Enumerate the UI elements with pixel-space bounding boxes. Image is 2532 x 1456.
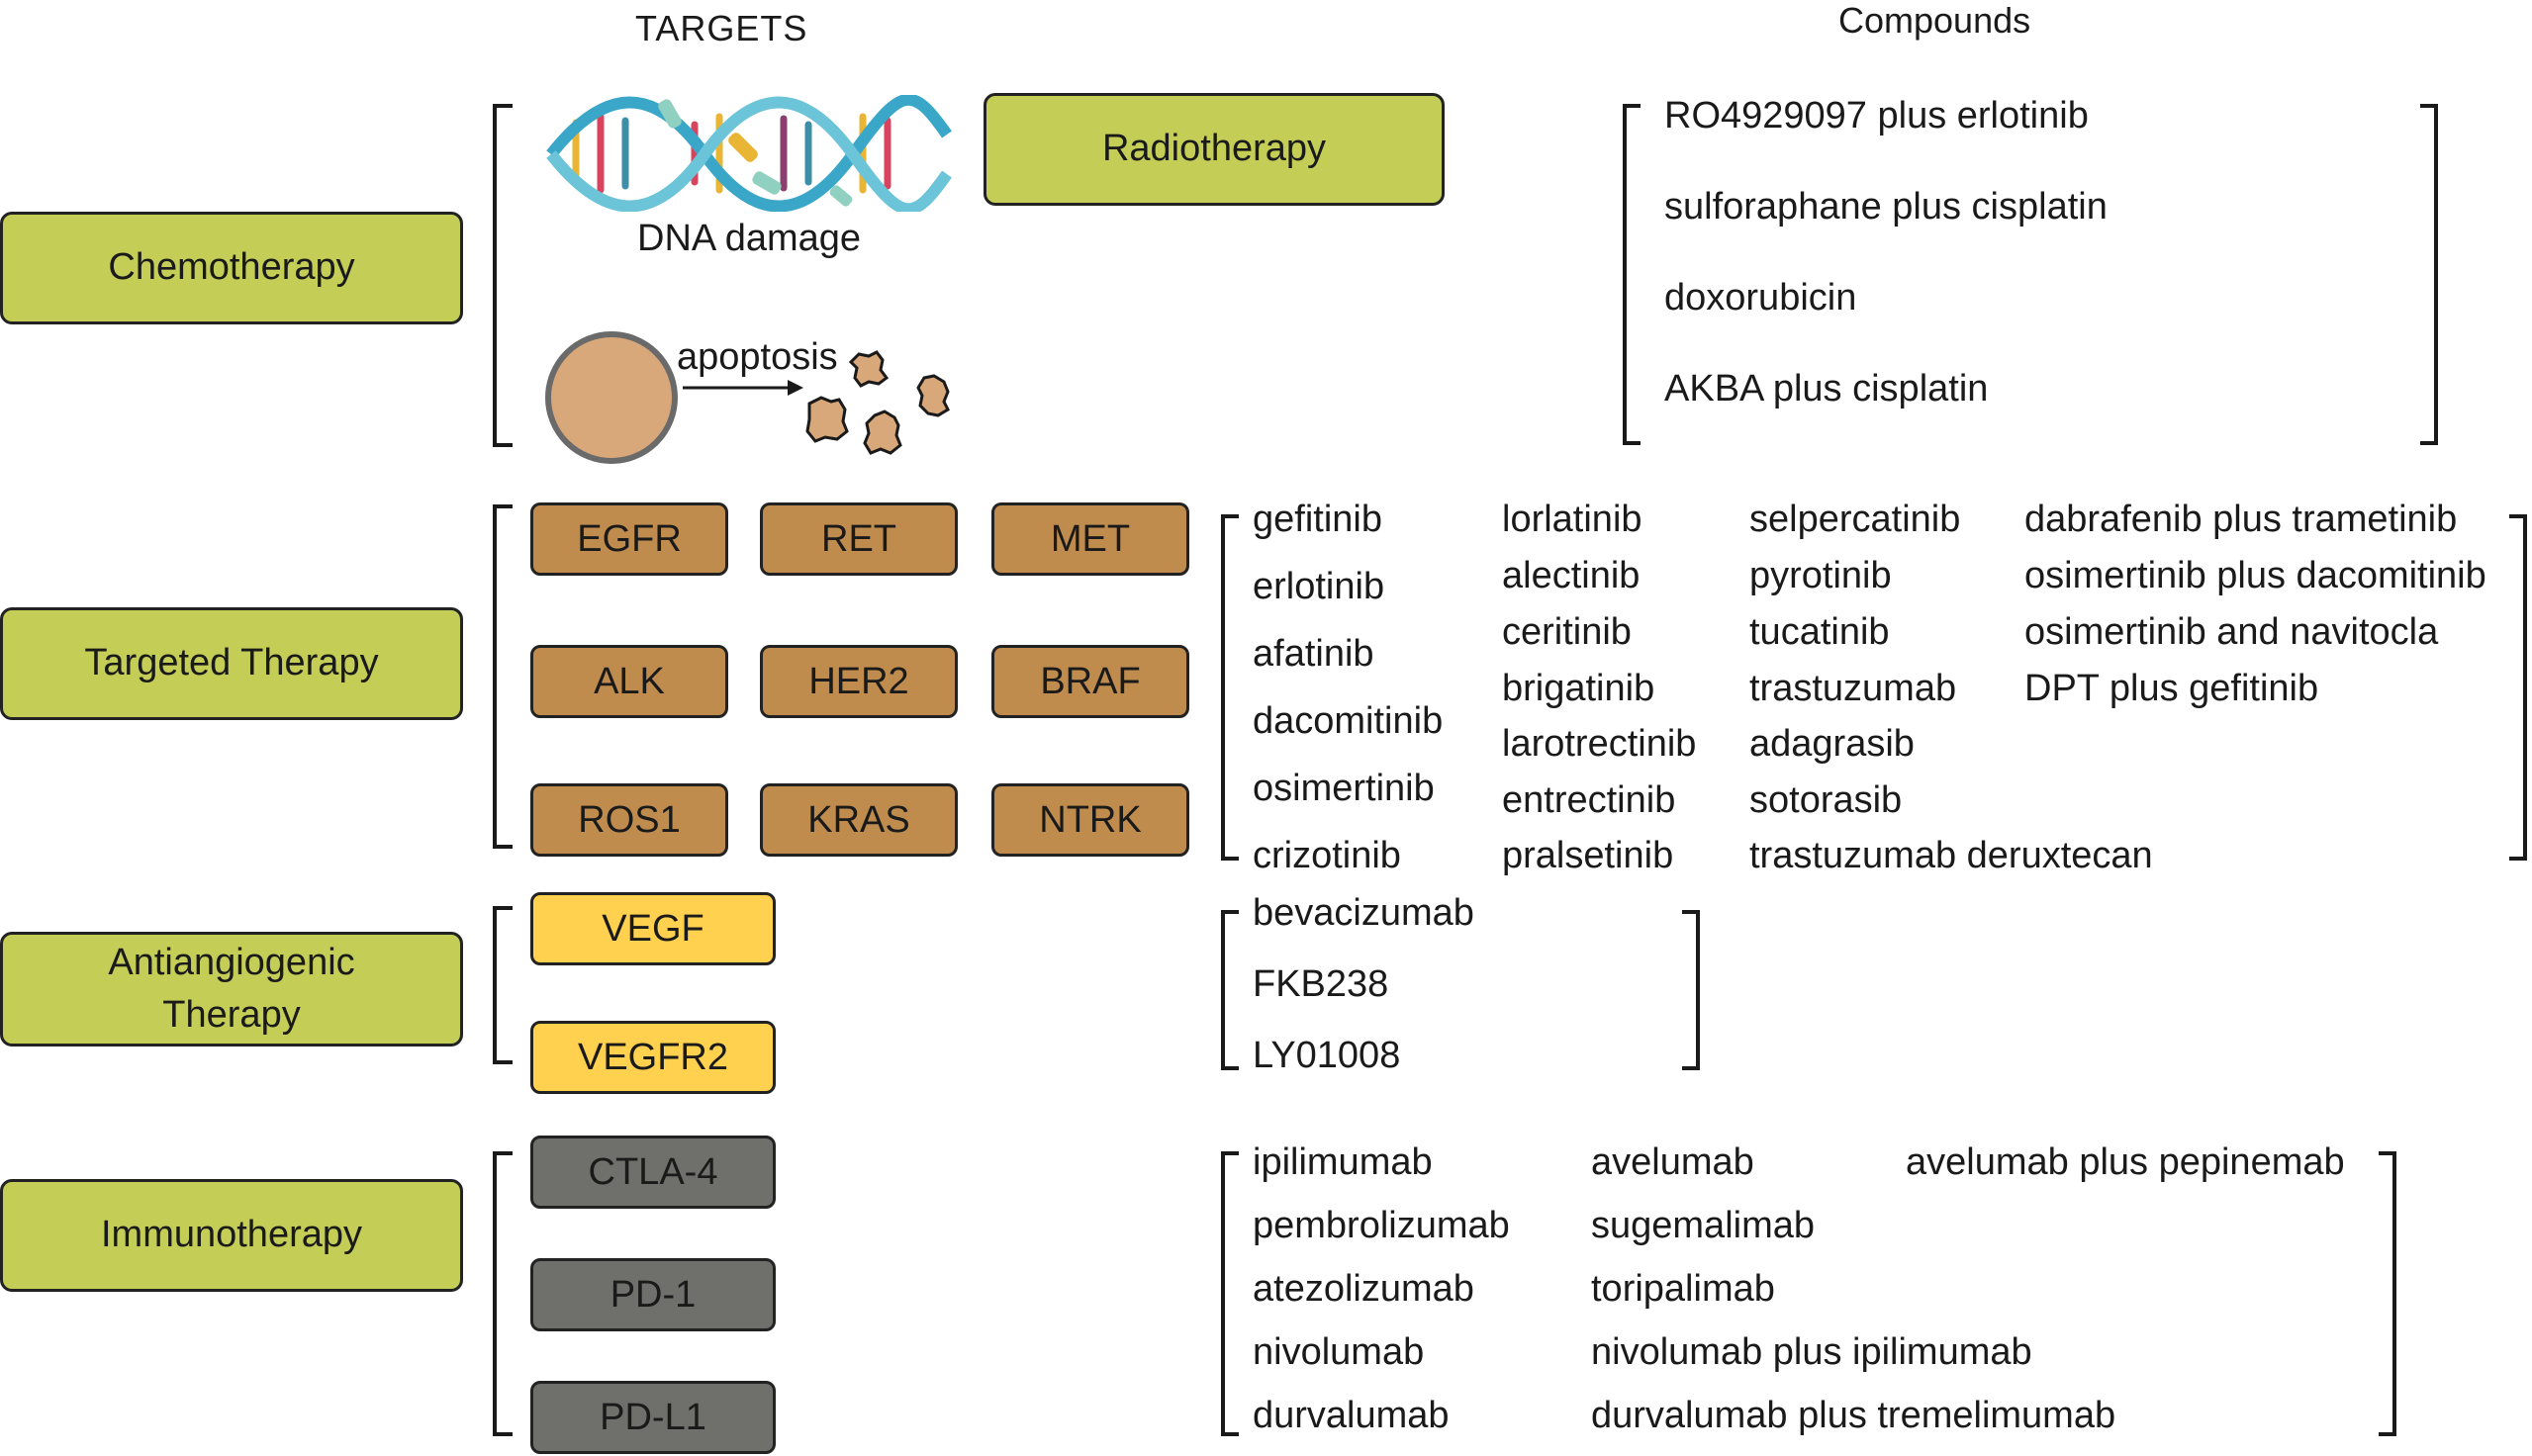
chemo-target-bracket	[493, 104, 513, 447]
target-met: MET	[991, 502, 1189, 576]
targeted-compound: alectinib	[1502, 555, 1641, 596]
arrow-icon	[683, 380, 803, 396]
antiangio-compound: bevacizumab	[1253, 892, 1474, 934]
target-ntrk: NTRK	[991, 783, 1189, 857]
chemo-compounds-left-bracket	[1623, 104, 1641, 445]
antiangio-compounds-right-bracket	[1682, 910, 1700, 1070]
chemo-compound: sulforaphane plus cisplatin	[1664, 186, 2108, 228]
target-pd1: PD-1	[530, 1258, 776, 1331]
targeted-compound: sotorasib	[1749, 779, 1903, 821]
dna-helix-icon	[546, 95, 952, 212]
immuno-compound: toripalimab	[1591, 1268, 1775, 1310]
immuno-compound: ipilimumab	[1253, 1141, 1433, 1183]
immuno-target-bracket	[493, 1151, 513, 1436]
targeted-therapy-box: Targeted Therapy	[0, 607, 463, 720]
immuno-compound: sugemalimab	[1591, 1205, 1815, 1246]
targeted-compound: pyrotinib	[1749, 555, 1892, 596]
targeted-compound: osimertinib	[1253, 768, 1435, 809]
antiangio-target-bracket	[493, 906, 513, 1064]
targeted-compound: DPT plus gefitinib	[2024, 668, 2319, 709]
targeted-compound: entrectinib	[1502, 779, 1676, 821]
chemo-compounds-right-bracket	[2420, 104, 2438, 445]
targeted-compound: larotrectinib	[1502, 723, 1697, 765]
target-pdl1: PD-L1	[530, 1381, 776, 1454]
targeted-compounds-left-bracket	[1221, 514, 1239, 861]
targeted-compound: dabrafenib plus trametinib	[2024, 499, 2458, 540]
radiotherapy-box: Radiotherapy	[984, 93, 1445, 206]
antiangio-compound: LY01008	[1253, 1035, 1401, 1076]
antiangio-compounds-left-bracket	[1221, 910, 1239, 1070]
targeted-compound: ceritinib	[1502, 611, 1632, 653]
immuno-compounds-right-bracket	[2379, 1151, 2396, 1436]
targeted-compounds-right-bracket	[2509, 514, 2527, 861]
target-braf: BRAF	[991, 645, 1189, 718]
dna-damage-caption: DNA damage	[637, 218, 862, 259]
targeted-compound: erlotinib	[1253, 566, 1385, 607]
immuno-compound: atezolizumab	[1253, 1268, 1474, 1310]
target-ros1: ROS1	[530, 783, 728, 857]
target-ctla4: CTLA-4	[530, 1136, 776, 1209]
antiangiogenic-therapy-box: Antiangiogenic Therapy	[0, 932, 463, 1046]
targeted-compound: selpercatinib	[1749, 499, 1961, 540]
target-her2: HER2	[760, 645, 958, 718]
targeted-compound: tucatinib	[1749, 611, 1890, 653]
targeted-compound: adagrasib	[1749, 723, 1915, 765]
immuno-compound: nivolumab plus ipilimumab	[1591, 1331, 2032, 1373]
immuno-compound: durvalumab	[1253, 1395, 1450, 1436]
target-vegfr2: VEGFR2	[530, 1021, 776, 1094]
targeted-compound: osimertinib plus dacomitinib	[2024, 555, 2486, 596]
immuno-compound: pembrolizumab	[1253, 1205, 1510, 1246]
immuno-compound: avelumab	[1591, 1141, 1754, 1183]
targeted-compound: crizotinib	[1253, 835, 1401, 876]
immuno-compound: nivolumab	[1253, 1331, 1425, 1373]
immunotherapy-box: Immunotherapy	[0, 1179, 463, 1292]
targeted-compound: lorlatinib	[1502, 499, 1642, 540]
targeted-compound: pralsetinib	[1502, 835, 1674, 876]
target-kras: KRAS	[760, 783, 958, 857]
targeted-compound: afatinib	[1253, 633, 1374, 675]
target-alk: ALK	[530, 645, 728, 718]
targeted-compound: gefitinib	[1253, 499, 1382, 540]
target-ret: RET	[760, 502, 958, 576]
immuno-compounds-left-bracket	[1221, 1151, 1239, 1436]
targeted-compound: trastuzumab	[1749, 668, 1957, 709]
antiangio-compound: FKB238	[1253, 963, 1389, 1005]
targeted-compound: trastuzumab deruxtecan	[1749, 835, 2153, 876]
chemotherapy-box: Chemotherapy	[0, 212, 463, 324]
targeted-compound: brigatinib	[1502, 668, 1655, 709]
targeted-compound: osimertinib and navitocla	[2024, 611, 2439, 653]
immuno-compound: avelumab plus pepinemab	[1906, 1141, 2345, 1183]
apoptosis-caption: apoptosis	[677, 336, 838, 378]
targeted-target-bracket	[493, 504, 513, 849]
target-vegf: VEGF	[530, 892, 776, 965]
targets-header: TARGETS	[635, 8, 808, 48]
compounds-header: Compounds	[1838, 0, 2031, 41]
chemo-compound: RO4929097 plus erlotinib	[1664, 95, 2089, 136]
cell-icon	[545, 331, 678, 464]
immuno-compound: durvalumab plus tremelimumab	[1591, 1395, 2116, 1436]
chemo-compound: doxorubicin	[1664, 277, 1857, 318]
targeted-compound: dacomitinib	[1253, 700, 1444, 742]
chemo-compound: AKBA plus cisplatin	[1664, 368, 1989, 410]
apoptotic-fragments-icon	[805, 350, 950, 455]
target-egfr: EGFR	[530, 502, 728, 576]
